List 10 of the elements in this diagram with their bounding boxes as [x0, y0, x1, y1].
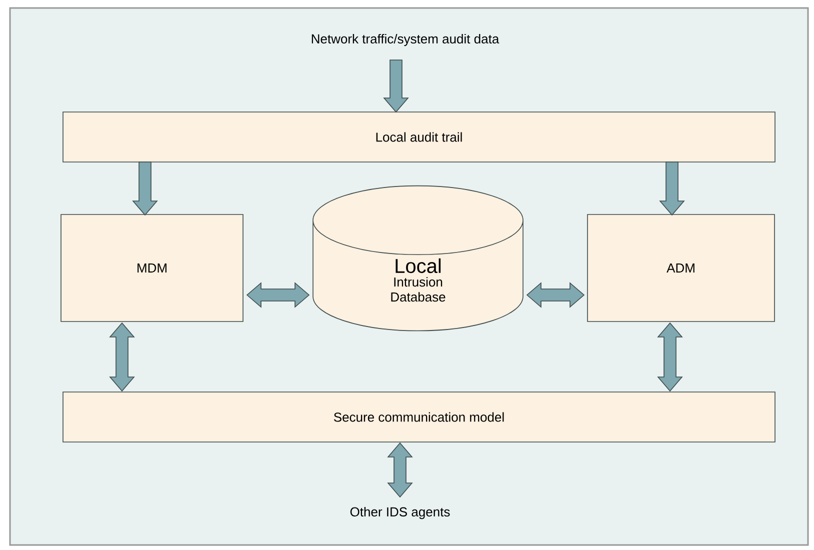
caption-text: Network traffic/system audit data: [312, 34, 500, 46]
database-cylinder: Local Intrusion Database: [312, 185, 524, 332]
process-box: Local audit trail: [62, 112, 776, 162]
process-box: Secure communication model: [62, 392, 776, 442]
block-arrow: [383, 60, 409, 113]
process-box: ADM: [587, 214, 775, 322]
block-arrow: [659, 162, 685, 216]
block-arrow: [132, 162, 158, 216]
caption-text: Other IDS agents: [350, 506, 450, 520]
process-box: MDM: [60, 214, 244, 322]
